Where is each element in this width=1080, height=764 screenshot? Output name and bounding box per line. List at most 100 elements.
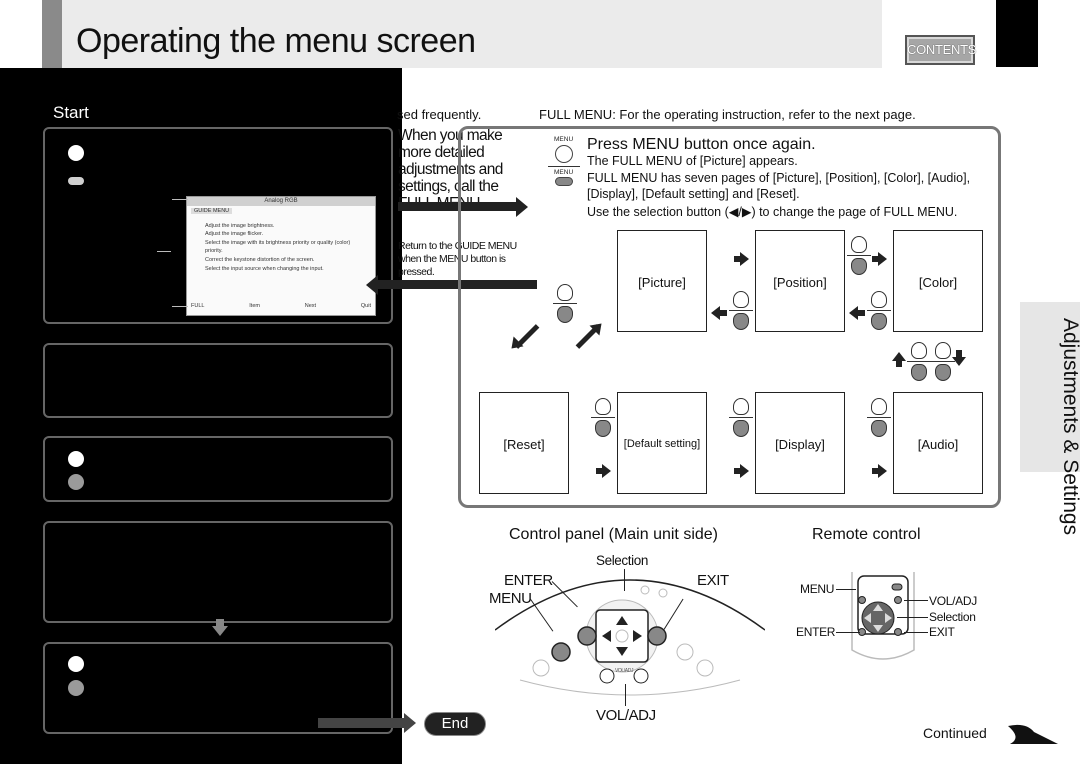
full-menu-line: FULL MENU has seven pages of [Picture], … (587, 171, 971, 185)
side-tab-text: Adjustments & Settings (1059, 318, 1080, 536)
down-arrow-icon (956, 350, 962, 357)
step-bullet (68, 451, 84, 467)
selection-button-icon (907, 342, 931, 382)
down-arrow-icon (216, 619, 224, 627)
step-box-3 (43, 436, 393, 502)
left-arrow-icon (849, 306, 865, 320)
selection-button-icon (591, 398, 615, 438)
guide-menu-footer-next: Next (304, 303, 317, 309)
page-label: [Position] (773, 275, 827, 290)
step-bullet (68, 680, 84, 696)
full-menu-page-audio: [Audio] (893, 392, 983, 494)
enter-label: ENTER (504, 572, 553, 589)
full-menu-line: Use the selection button (◀/▶) to change… (587, 205, 958, 219)
full-menu-intro: FULL MENU: For the operating instruction… (539, 107, 916, 122)
down-arrow-icon (952, 357, 966, 366)
up-arrow-icon (896, 360, 902, 367)
menu-icon-label: MENU (554, 136, 574, 143)
selection-button-icon (847, 236, 871, 276)
vol-adj-label: VOL/ADJ (596, 707, 656, 724)
guide-menu-footer-item: Item (249, 303, 260, 309)
step-box-2 (43, 343, 393, 418)
menu-label: MENU (489, 590, 532, 607)
menu-button-icon (68, 177, 84, 185)
control-panel-small-label: VOL/ADJ (615, 668, 634, 674)
header-accent-bar (42, 0, 62, 68)
full-menu-page-picture: [Picture] (617, 230, 707, 332)
page-title: Operating the menu screen (76, 22, 476, 60)
guide-menu-footer: FULL Item Next Quit (191, 303, 371, 309)
selection-label: Selection (596, 553, 648, 568)
step-box-1 (43, 127, 393, 324)
menu-icon-label: MENU (554, 169, 574, 176)
full-menu-line: [Display], [Default setting] and [Reset]… (587, 187, 800, 201)
leader-line (624, 569, 625, 591)
black-tab (996, 0, 1038, 67)
selection-button-icon (867, 398, 891, 438)
step-box-4 (43, 521, 393, 623)
selection-button-icon (931, 342, 955, 382)
remote-control-title: Remote control (812, 526, 921, 543)
leader-line (904, 632, 928, 633)
middle-full-menu-text: When you make more detailed adjustments … (398, 127, 503, 212)
full-menu-page-reset: [Reset] (479, 392, 569, 494)
selection-button-icon (729, 398, 753, 438)
page-label: [Audio] (917, 437, 959, 452)
page-label: [Reset] (503, 437, 545, 452)
right-arrow-icon (872, 252, 887, 266)
left-arrow-icon (711, 306, 727, 320)
remote-vol-adj-label: VOL/ADJ (929, 594, 977, 608)
guide-menu-line: priority. (205, 248, 223, 254)
control-panel-illustration (495, 579, 765, 696)
full-menu-page-default-setting: [Default setting] (617, 392, 707, 494)
pointer-line (172, 199, 188, 200)
guide-menu-footer-full: FULL (191, 303, 205, 309)
remote-enter-label: ENTER (796, 625, 836, 639)
guide-menu-line: Correct the keystone distortion of the s… (205, 257, 315, 263)
right-arrow-icon (596, 464, 611, 478)
middle-return-text: Return to the GUIDE MENU when the MENU b… (398, 240, 517, 278)
leader-line (897, 617, 928, 618)
pointer-line (172, 306, 188, 307)
pointer-line (157, 251, 171, 252)
leader-line (904, 600, 928, 601)
menu-button-icon (555, 177, 573, 186)
start-label: Start (53, 103, 89, 122)
end-label: End (424, 712, 486, 736)
leader-line (836, 589, 856, 590)
press-menu-title: Press MENU button once again. (587, 136, 816, 153)
control-panel-title: Control panel (Main unit side) (509, 526, 718, 543)
arrow-to-end (318, 718, 406, 728)
remote-control-illustration (851, 572, 915, 660)
arrow-to-end-head (404, 713, 416, 733)
exit-label: EXIT (697, 572, 729, 589)
guide-menu-line: Select the image with its brightness pri… (205, 240, 351, 246)
side-tab (1020, 302, 1080, 472)
guide-menu-subtitle: GUIDE MENU (191, 208, 233, 214)
selection-button-icon (867, 291, 891, 331)
down-arrow-icon (212, 626, 228, 636)
continued-label: Continued (923, 725, 987, 741)
selection-button-icon (729, 291, 753, 331)
menu-button-icon (555, 145, 573, 163)
step-bullet (68, 656, 84, 672)
guide-menu-line: Adjust the image flicker. (205, 231, 264, 237)
page-label: [Display] (775, 437, 825, 452)
selection-button-icon (553, 284, 577, 324)
right-arrow-icon (872, 464, 887, 478)
arrow-back-to-guide-menu (377, 280, 537, 289)
guide-menu-screenshot: Analog RGB GUIDE MENU Adjust the image b… (186, 196, 376, 316)
guide-menu-title: Analog RGB (187, 197, 375, 206)
contents-button[interactable]: CONTENTS (905, 35, 976, 65)
step-bullet (68, 145, 84, 161)
remote-menu-label: MENU (800, 582, 835, 596)
guide-menu-footer-quit: Quit (360, 303, 371, 309)
full-menu-line: The FULL MENU of [Picture] appears. (587, 154, 798, 168)
step-bullet (68, 474, 84, 490)
divider (548, 166, 580, 167)
leader-line (836, 632, 860, 633)
remote-selection-label: Selection (929, 610, 976, 624)
full-menu-page-color: [Color] (893, 230, 983, 332)
guide-menu-line: Select the input source when changing th… (205, 266, 324, 272)
page-label: [Default setting] (623, 438, 701, 450)
